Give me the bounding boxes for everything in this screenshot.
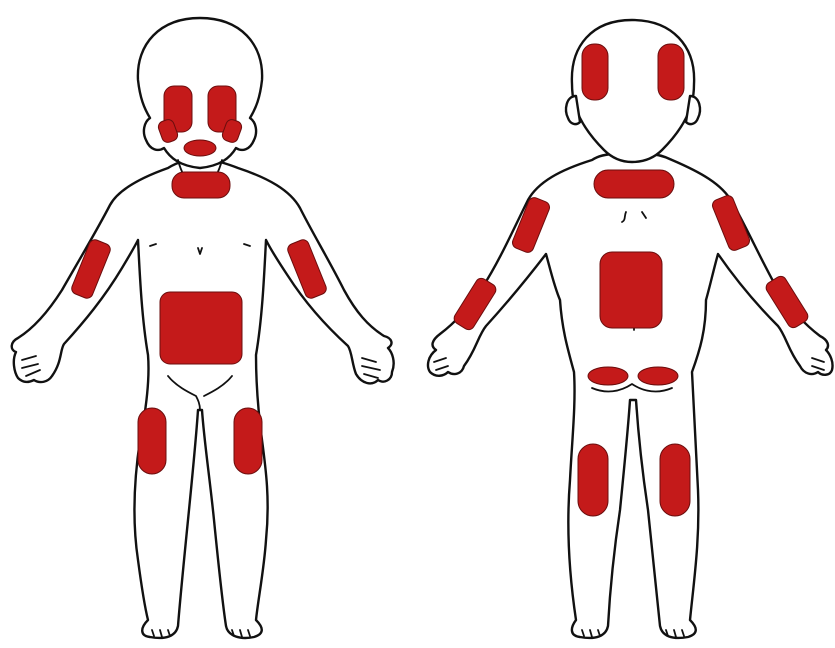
front-thigh-right-patch	[234, 408, 262, 474]
back-body-outline	[428, 154, 833, 638]
front-thigh-left-patch	[138, 408, 166, 474]
front-abdomen-patch	[160, 292, 242, 364]
back-buttock-right-patch	[638, 367, 678, 385]
back-lower-back-patch	[600, 252, 662, 328]
back-thigh-left-patch	[578, 444, 608, 516]
back-view-figure	[428, 20, 833, 638]
front-neck-patch	[172, 172, 230, 198]
front-view-figure	[12, 18, 394, 638]
back-buttock-left-patch	[588, 367, 628, 385]
back-thigh-right-patch	[660, 444, 690, 516]
back-head-right-patch	[658, 44, 684, 100]
back-upper-back-patch	[594, 170, 674, 198]
back-head-left-patch	[582, 44, 608, 100]
front-chin-patch	[184, 140, 216, 156]
front-body-outline	[12, 160, 394, 638]
